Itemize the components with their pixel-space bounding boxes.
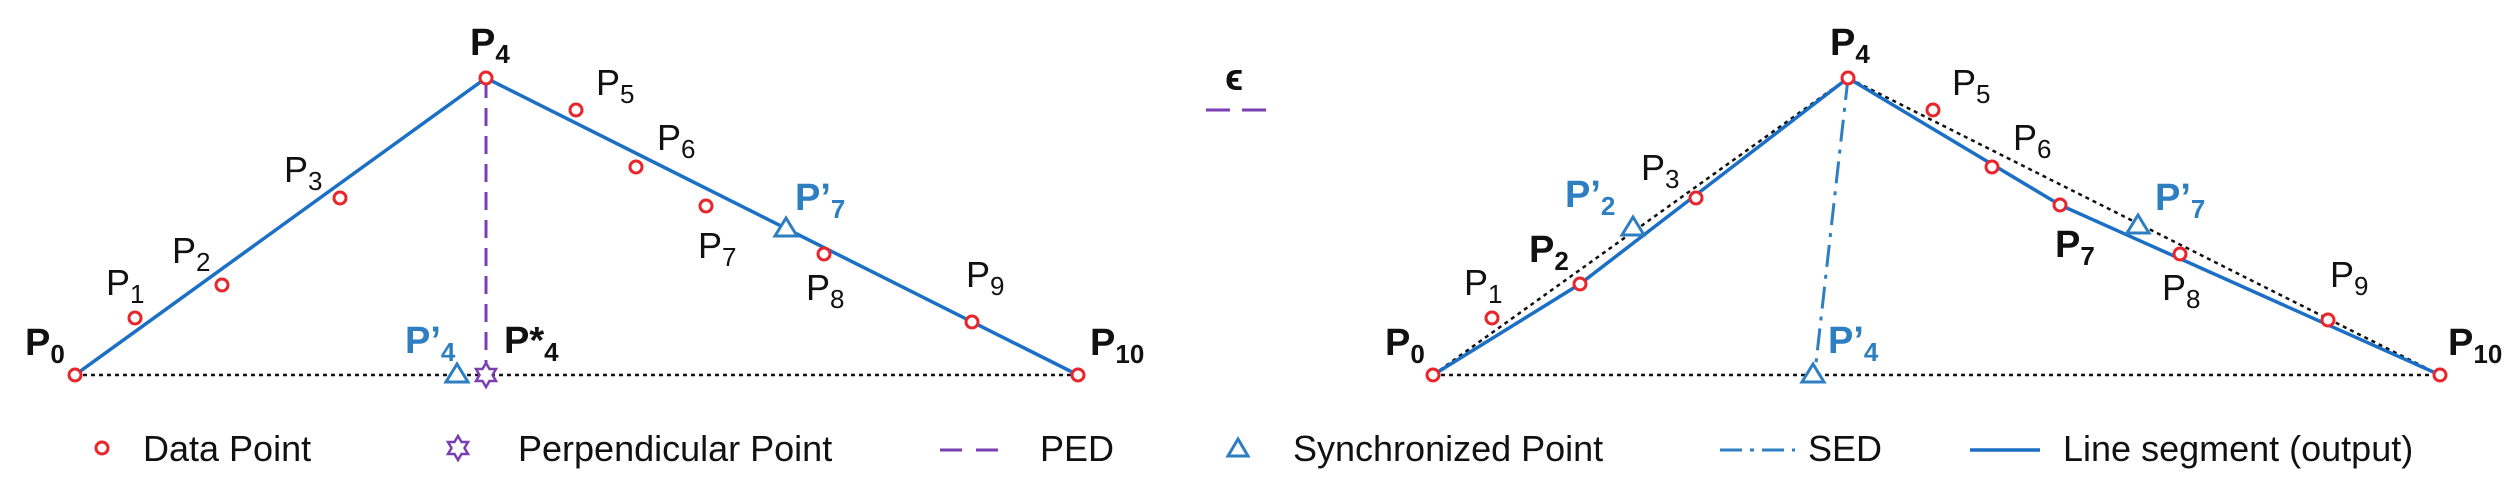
right-data-point-p0 [1425,367,1441,383]
left-label-p10: P10 [1090,322,1144,369]
left-label-p0: P0 [25,322,65,369]
left-label-p4: P4 [470,22,510,69]
left-label-p5: P5 [596,62,634,109]
left-label-p1: P1 [106,262,144,309]
left-data-point-p6 [628,159,644,175]
left-data-point-p7 [698,198,714,214]
left-data-point-p2 [214,277,230,293]
right-label-p2: P2 [1529,229,1569,276]
right-sync-point-p7 [2124,212,2152,235]
legend-perpendicular-icon [445,433,471,463]
right-label-p9: P9 [2330,254,2368,301]
legend-data-point-icon [94,440,110,456]
left-sync-point-p4 [443,361,471,384]
epsilon-label: ϵ [1225,57,1243,99]
right-label-p4-sync: P’4 [1828,320,1879,367]
legend-perpendicular-label: Perpendicular Point [518,428,832,469]
left-label-p4-star: P*4 [504,320,559,367]
right-data-point-p9 [2320,312,2336,328]
legend-sed-label: SED [1808,428,1882,469]
legend: Data Point Perpendicular Point PED Synch… [94,428,2413,469]
right-data-point-p3 [1688,190,1704,206]
left-label-p7: P7 [698,225,736,272]
right-label-p4: P4 [1830,22,1870,69]
right-data-point-p10 [2432,367,2448,383]
right-data-point-p4 [1840,70,1856,86]
legend-synchronized-icon [1225,436,1251,458]
right-label-p6: P6 [2013,117,2051,164]
right-label-p7-sync: P’7 [2155,177,2205,224]
left-data-point-p5 [568,102,584,118]
right-label-p8: P8 [2162,267,2200,314]
right-label-p2-sync: P’2 [1565,174,1615,221]
left-panel: P0 P1 P2 P3 P4 P5 P6 P7 P8 P9 P10 P’7 P’… [25,22,1144,390]
left-label-p8: P8 [806,267,844,314]
right-label-p7: P7 [2055,224,2095,271]
left-data-point-p9 [964,314,980,330]
right-data-point-p6 [1984,159,2000,175]
left-perpendicular-point [473,360,499,390]
right-sed-line [1813,77,1850,373]
left-output-segment [73,75,1079,377]
legend-ped-label: PED [1040,428,1114,469]
right-data-point-p5 [1925,102,1941,118]
right-label-p5: P5 [1952,62,1990,109]
legend-data-point-label: Data Point [143,428,311,469]
right-sync-point-p4 [1799,361,1827,384]
right-data-point-p7 [2052,197,2068,213]
left-data-point-p4 [478,70,494,86]
left-data-point-p0 [67,367,83,383]
left-label-p2: P2 [172,230,210,277]
left-label-p7-sync: P’7 [795,177,845,224]
right-sync-point-p2 [1619,214,1647,237]
right-original-chords [1432,76,2441,377]
left-data-point-p8 [816,246,832,262]
epsilon-marker: ϵ [1206,57,1270,112]
right-label-p0: P0 [1385,322,1425,369]
right-data-point-p8 [2172,246,2188,262]
right-label-p1: P1 [1464,262,1502,309]
right-data-point-p1 [1484,310,1500,326]
left-label-p9: P9 [966,254,1004,301]
left-label-p3: P3 [284,149,322,196]
right-panel: P0 P1 P2 P3 P4 P5 P6 P7 P8 P9 P10 P’2 P’… [1385,22,2502,384]
right-label-p10: P10 [2448,322,2502,369]
left-data-point-p10 [1070,367,1086,383]
legend-line-segment-label: Line segment (output) [2063,428,2413,469]
left-data-point-p1 [127,310,143,326]
right-label-p3: P3 [1641,147,1679,194]
right-data-point-p2 [1572,276,1588,292]
left-label-p4-sync: P’4 [405,320,456,367]
legend-synchronized-label: Synchronized Point [1293,428,1603,469]
left-data-point-p3 [332,190,348,206]
left-label-p6: P6 [657,117,695,164]
left-sync-point-p7 [772,215,800,238]
